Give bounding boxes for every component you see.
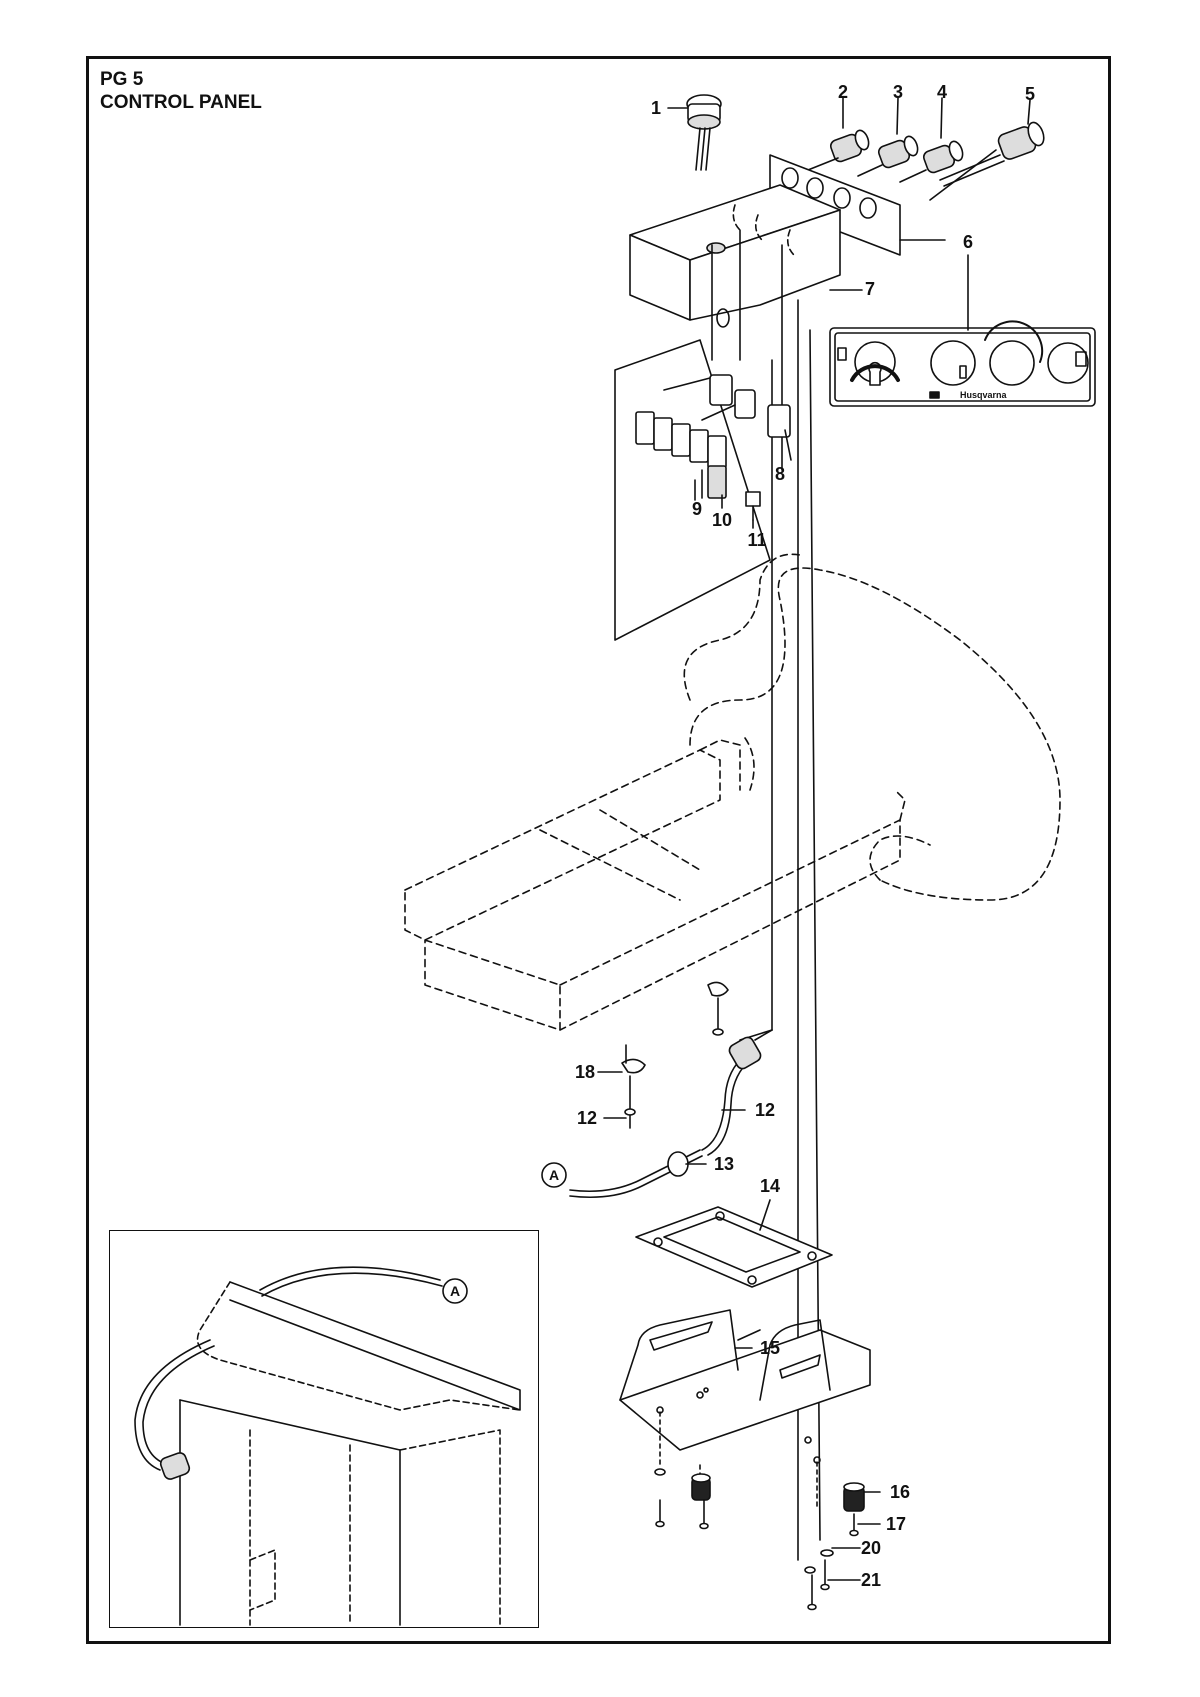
callout-9: 9: [691, 499, 703, 519]
callout-20: 20: [860, 1538, 882, 1558]
page-title: PG 5 CONTROL PANEL: [100, 68, 262, 114]
callout-1: 1: [650, 98, 662, 118]
callout-12-cable: 12: [754, 1100, 776, 1120]
inset-drawing: [134, 1266, 521, 1626]
connector-a-label-inset: A: [449, 1283, 461, 1299]
page-code: PG 5: [100, 69, 144, 90]
part-1-potentiometer: [686, 94, 722, 171]
callout-18: 18: [574, 1062, 596, 1082]
part-20-washers: [654, 1468, 834, 1574]
part-15-bracket-tray: [619, 1309, 871, 1464]
callout-16: 16: [889, 1482, 911, 1502]
part-16-rubber-feet: [691, 1473, 865, 1512]
callout-4: 4: [936, 82, 948, 102]
callout-5: 5: [1024, 84, 1036, 104]
part-6-decal: [829, 320, 1096, 407]
part-8-switch-holders: [663, 374, 791, 438]
assembly-outline: [614, 339, 771, 641]
page-heading: CONTROL PANEL: [100, 92, 262, 113]
callout-13: 13: [713, 1154, 735, 1174]
part-14-gasket: [635, 1199, 833, 1288]
part-5-gland-with-cable: [929, 121, 1045, 201]
part-2-gland: [807, 129, 870, 171]
decal-brand-text: Husqvarna: [960, 390, 1008, 400]
part-18-clamp-and-screw: [621, 981, 729, 1129]
callout-17: 17: [885, 1514, 907, 1534]
detail-inset: [109, 1230, 539, 1628]
callout-11: 11: [747, 530, 767, 550]
connector-a-marker: [541, 1162, 567, 1188]
part-13-grommet: [667, 1151, 689, 1177]
part-4-gland: [899, 140, 964, 183]
phantom-frame: [404, 553, 1061, 1031]
callout-15: 15: [759, 1338, 781, 1358]
page-frame: [86, 56, 1111, 1644]
callout-3: 3: [892, 82, 904, 102]
dashed-guide-lines: [732, 204, 795, 256]
connector-a-label-main: A: [548, 1167, 560, 1183]
part-11-small-part: [745, 491, 761, 521]
callout-12-screw: 12: [576, 1108, 598, 1128]
callout-14: 14: [759, 1176, 781, 1196]
part-17-screws: [655, 1499, 859, 1537]
part-3-gland: [857, 135, 919, 177]
callout-10: 10: [711, 510, 733, 530]
leader-lines: [597, 97, 1031, 1581]
callout-8: 8: [774, 464, 786, 484]
callout-2: 2: [837, 82, 849, 102]
callout-6: 6: [962, 232, 974, 252]
part-10-switch-block: [694, 465, 727, 501]
part-9-switch-blocks: [635, 411, 727, 469]
callout-21: 21: [860, 1570, 882, 1590]
part-7-housing: [629, 184, 863, 328]
part-21-bolts: [807, 1559, 830, 1611]
callout-7: 7: [864, 279, 876, 299]
